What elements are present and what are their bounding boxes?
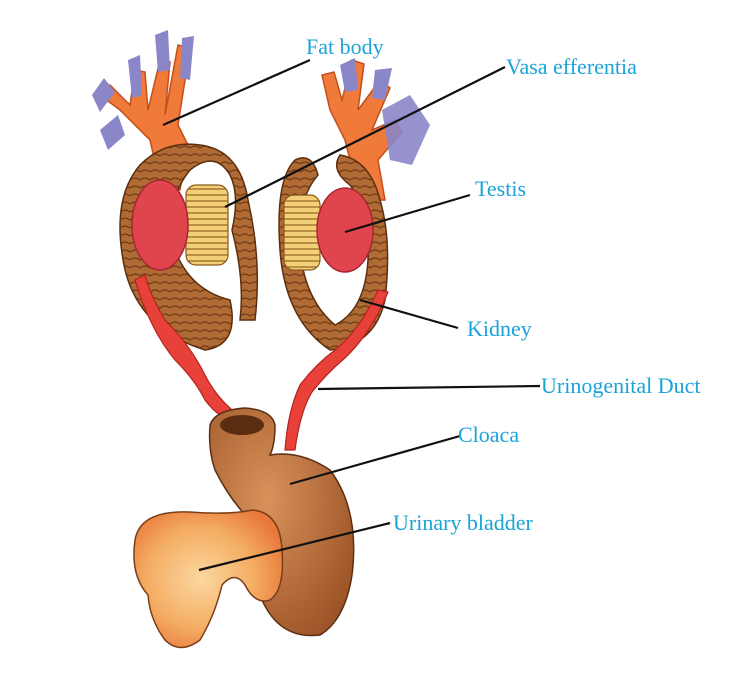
urinary-bladder (134, 510, 283, 648)
label-vasa-efferentia: Vasa efferentia (506, 56, 637, 78)
label-testis: Testis (475, 178, 526, 200)
label-kidney: Kidney (467, 318, 532, 340)
cloaca-leader-line (290, 436, 460, 484)
cloaca-opening (220, 415, 264, 435)
urinogenital-duct-leader-line (318, 386, 540, 389)
right-testis (317, 188, 373, 272)
right-fat-body (322, 58, 430, 200)
left-vasa-efferentia (186, 185, 228, 265)
label-urinogenital-duct: Urinogenital Duct (541, 375, 700, 397)
left-testis (132, 180, 188, 270)
label-fat-body: Fat body (306, 36, 384, 58)
right-vasa-efferentia (284, 195, 320, 270)
label-urinary-bladder: Urinary bladder (393, 512, 533, 534)
label-cloaca: Cloaca (458, 424, 519, 446)
